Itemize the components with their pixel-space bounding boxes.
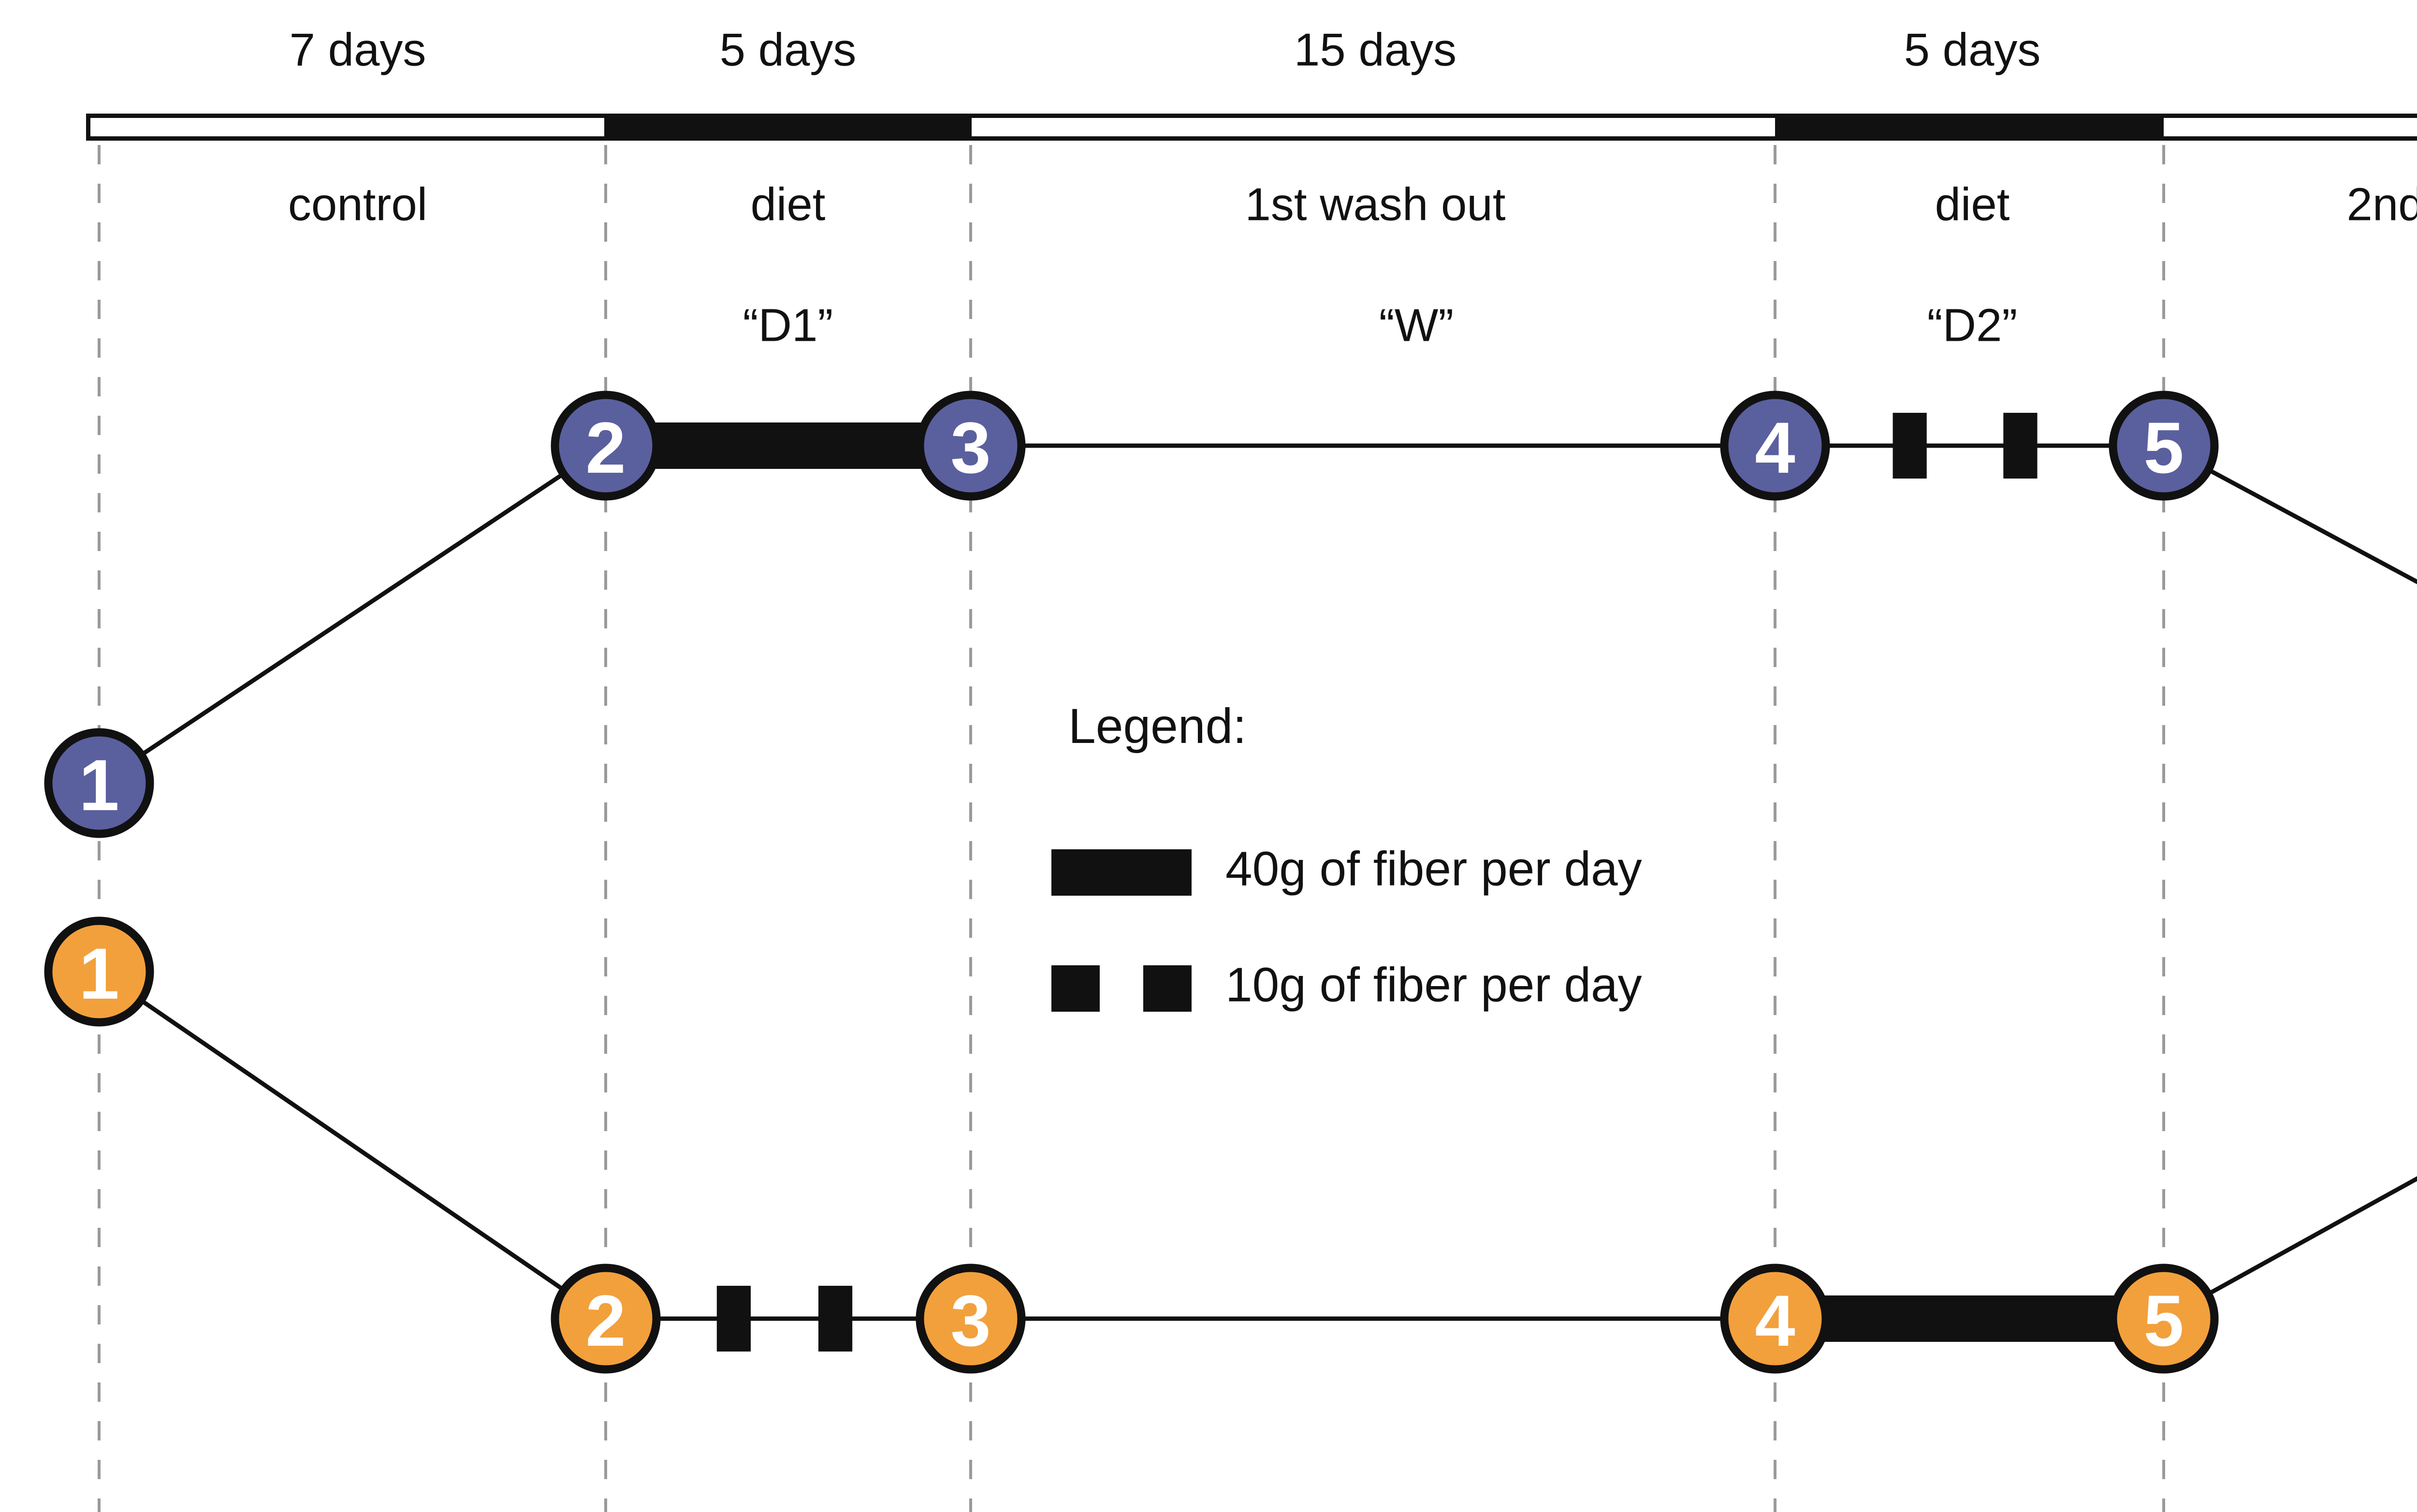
node-orange-arm-3[interactable]: 3 <box>916 1264 1026 1374</box>
node-blue-arm-5[interactable]: 5 <box>2109 391 2219 501</box>
node-blue-arm-2[interactable]: 2 <box>551 391 661 501</box>
node-orange-arm-2[interactable]: 2 <box>551 1264 661 1374</box>
legend-dashed-bar-icon-part-1 <box>1143 965 1192 1012</box>
timeline-segment-control <box>90 118 604 136</box>
period-code-0: “D1” <box>743 299 833 351</box>
node-label: 2 <box>585 407 626 488</box>
link-orange-arm-4-5 <box>1824 1295 2115 1342</box>
link-orange-arm-2-3 <box>655 1286 922 1352</box>
node-circle <box>2109 1264 2219 1374</box>
timeline-bar <box>86 114 2417 141</box>
node-orange-arm-4[interactable]: 4 <box>1720 1264 1830 1374</box>
node-blue-arm-1[interactable]: 1 <box>44 728 154 838</box>
phase-label-4: 2nd wash out <box>2346 178 2417 230</box>
link-blue-arm-5-6 <box>2205 466 2417 584</box>
node-label: 5 <box>2143 1280 2184 1361</box>
node-label: 3 <box>950 1280 990 1361</box>
timeline-segment-diet <box>604 118 972 136</box>
node-label: 1 <box>79 933 119 1014</box>
legend-solid-bar-icon <box>1051 849 1192 896</box>
legend-item-0: 40g of fiber per day <box>1051 842 1642 896</box>
timeline-segment-1st-wash-out <box>972 118 1775 136</box>
legend-items: 40g of fiber per day 10g of fiber per day <box>1051 842 1642 1012</box>
legend-dashed-bar-icon-part-0 <box>1051 965 1100 1012</box>
node-circle <box>44 728 154 838</box>
node-circle <box>1720 391 1830 501</box>
legend-item-1: 10g of fiber per day <box>1051 958 1642 1012</box>
node-label: 4 <box>1755 407 1795 488</box>
node-circle <box>916 391 1026 501</box>
node-orange-arm-1[interactable]: 1 <box>44 916 154 1027</box>
link-blue-arm-4-5 <box>1824 413 2115 479</box>
duration-label-0: 7 days <box>290 24 426 75</box>
node-circle <box>551 1264 661 1374</box>
legend-title: Legend: <box>1068 698 1247 754</box>
node-label: 4 <box>1755 1280 1795 1361</box>
timeline-segment-2nd-wash-out <box>2164 118 2417 136</box>
period-code-2: “D2” <box>1927 299 2018 351</box>
phase-label-1: diet <box>751 178 826 230</box>
node-circle <box>551 391 661 501</box>
timeline-segment-diet <box>1775 118 2164 136</box>
node-blue-arm-4[interactable]: 4 <box>1720 391 1830 501</box>
duration-label-2: 15 days <box>1294 24 1456 75</box>
period-code-labels: “D1” “W” “D2” <box>743 299 2018 351</box>
node-label: 5 <box>2143 407 2184 488</box>
node-circle <box>916 1264 1026 1374</box>
node-label: 2 <box>585 1280 626 1361</box>
legend-item-label: 10g of fiber per day <box>1225 958 1642 1012</box>
phase-label-0: control <box>288 178 427 230</box>
link-blue-arm-1-2 <box>138 471 567 758</box>
arm-links <box>138 413 2417 1352</box>
duration-label-3: 5 days <box>1904 24 2041 75</box>
legend: Legend: 40g of fiber per day 10g of fiber… <box>1051 698 1642 1012</box>
duration-label-1: 5 days <box>720 24 857 75</box>
node-circle <box>44 916 154 1027</box>
node-circle <box>1720 1264 1830 1374</box>
legend-item-label: 40g of fiber per day <box>1225 842 1642 896</box>
node-circle <box>2109 391 2219 501</box>
period-code-1: “W” <box>1379 299 1454 351</box>
phase-labels: control diet 1st wash out diet 2nd wash out <box>288 178 2417 230</box>
link-blue-arm-2-3 <box>655 422 922 469</box>
arm-nodes: 123456123456 <box>44 391 2219 1374</box>
phase-label-3: diet <box>1935 178 2010 230</box>
link-orange-arm-5-6 <box>2205 1176 2417 1297</box>
link-orange-arm-1-2 <box>138 997 567 1293</box>
phase-label-2: 1st wash out <box>1245 178 1506 230</box>
node-label: 1 <box>79 744 119 826</box>
node-label: 3 <box>950 407 990 488</box>
node-orange-arm-5[interactable]: 5 <box>2109 1264 2219 1374</box>
node-blue-arm-3[interactable]: 3 <box>916 391 1026 501</box>
